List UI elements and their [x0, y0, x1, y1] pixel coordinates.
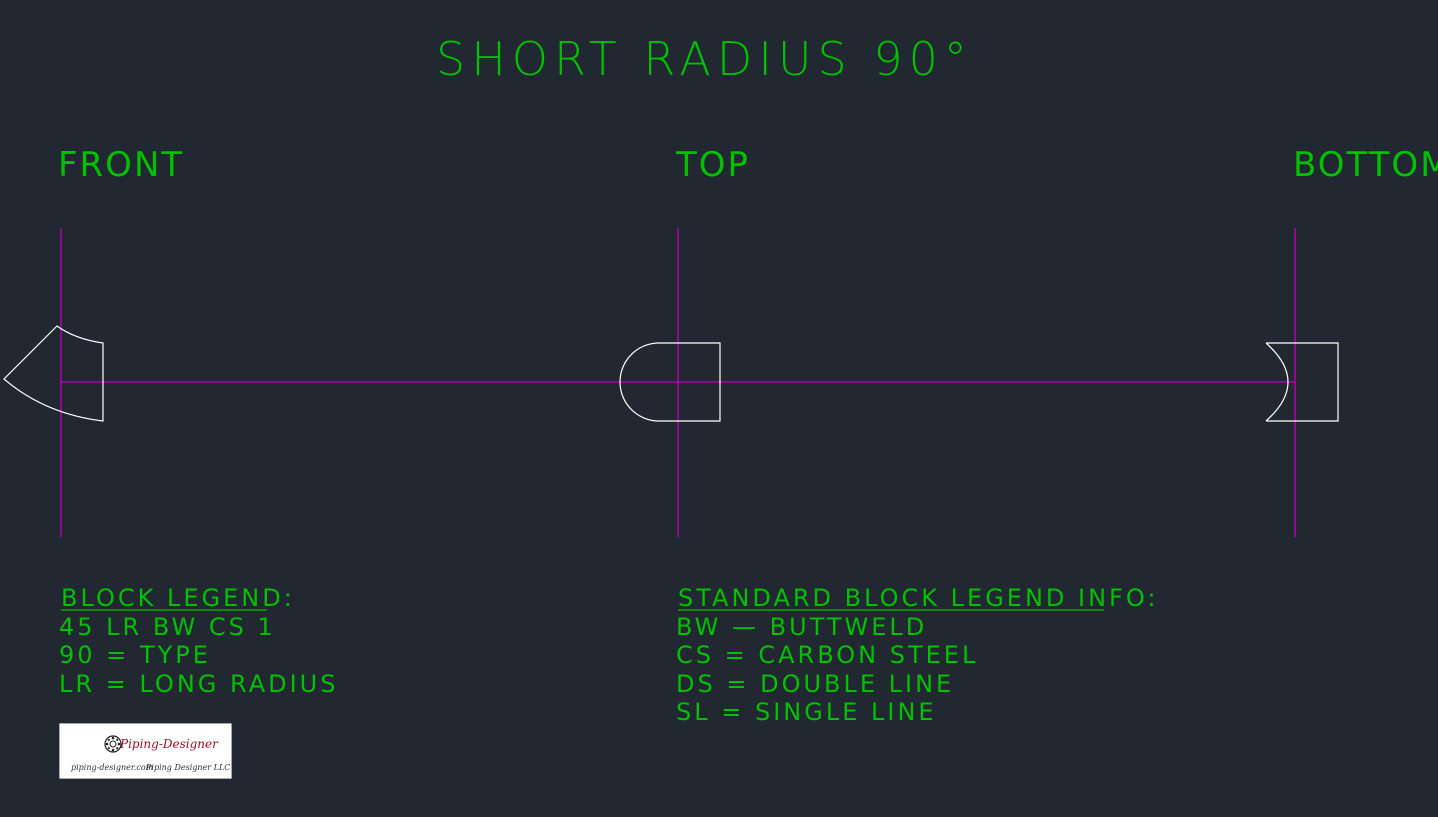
view-label-top: TOP	[675, 145, 750, 185]
logo-website: piping-designer.com	[71, 763, 154, 772]
block-legend-line: LR = LONG RADIUS	[59, 670, 338, 698]
block-legend-heading: BLOCK LEGEND:	[61, 584, 295, 612]
top-view-elbow-symbol	[619, 342, 721, 422]
flange-icon	[104, 735, 122, 753]
logo-brand-name: Piping-Designer	[119, 737, 219, 751]
bottom-elbow-body	[1266, 342, 1339, 422]
standard-legend-line: DS = DOUBLE LINE	[676, 670, 954, 698]
view-label-front: FRONT	[58, 145, 184, 185]
top-elbow-outline	[619, 342, 721, 422]
view-label-bottom: BOTTOM	[1293, 145, 1438, 185]
bottom-elbow-curve	[1265, 342, 1289, 422]
bottom-view-elbow-symbol	[1265, 342, 1339, 422]
piping-designer-logo: Piping-Designer piping-designer.com Pipi…	[59, 723, 232, 779]
block-legend-line: 45 LR BW CS 1	[59, 613, 276, 641]
standard-legend-line: BW — BUTTWELD	[676, 613, 927, 641]
front-view-elbow-symbol	[3, 325, 104, 422]
front-elbow-outline	[3, 325, 104, 422]
standard-legend-heading: STANDARD BLOCK LEGEND INFO:	[678, 584, 1158, 612]
logo-frame	[59, 723, 232, 779]
standard-legend-line: CS = CARBON STEEL	[676, 641, 978, 669]
block-legend-line: 90 = TYPE	[59, 641, 211, 669]
logo-company: Piping Designer LLC	[145, 763, 230, 772]
drawing-title: SHORT RADIUS 90°	[436, 32, 973, 86]
standard-legend-line: SL = SINGLE LINE	[676, 698, 937, 726]
block-legend: BLOCK LEGEND: 45 LR BW CS 1 90 = TYPE LR…	[59, 584, 338, 698]
standard-block-legend: STANDARD BLOCK LEGEND INFO: BW — BUTTWEL…	[676, 584, 1158, 726]
